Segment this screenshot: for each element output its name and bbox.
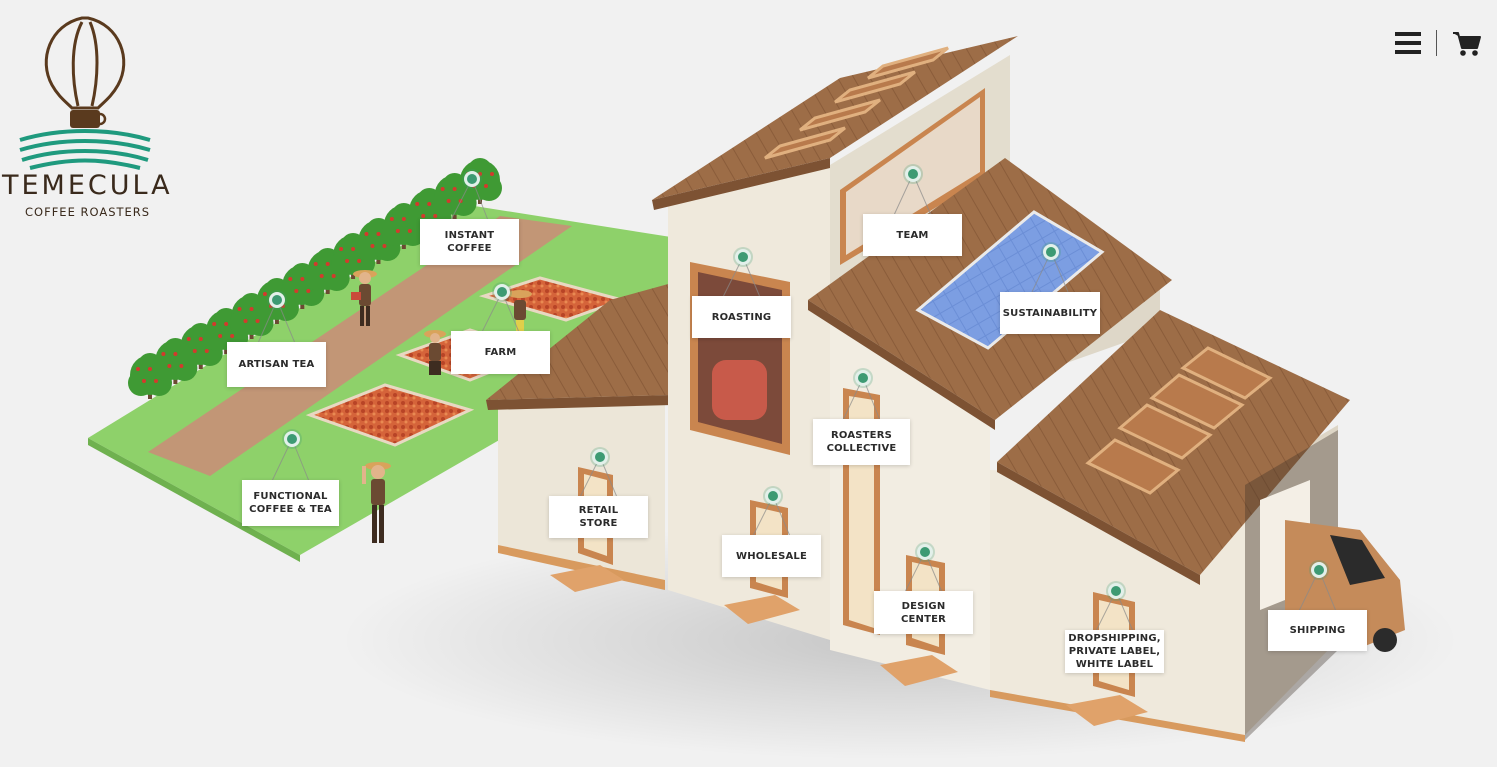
hotspot-team[interactable]: TEAM (863, 214, 962, 256)
hotspot-design-center[interactable]: DESIGN CENTER (874, 591, 973, 634)
header-divider (1436, 30, 1437, 56)
pin-design-center[interactable] (917, 544, 933, 560)
hamburger-menu-icon (1395, 32, 1421, 54)
pin-retail-store[interactable] (592, 449, 608, 465)
coffee-tree-row (128, 158, 502, 399)
pin-farm[interactable] (494, 284, 510, 300)
pin-wholesale[interactable] (765, 488, 781, 504)
hotspot-artisan-tea[interactable]: ARTISAN TEA (227, 342, 326, 387)
hotspot-roasting[interactable]: ROASTING (692, 296, 791, 338)
pin-functional-coffee-tea[interactable] (284, 431, 300, 447)
brand-logo (19, 16, 151, 170)
hotspot-functional-coffee-tea[interactable]: FUNCTIONAL COFFEE & TEA (242, 480, 339, 526)
shopping-cart-icon (1453, 32, 1481, 56)
cart-button[interactable] (1452, 30, 1482, 58)
hotspot-retail-store[interactable]: RETAIL STORE (549, 496, 648, 538)
pin-artisan-tea[interactable] (269, 292, 285, 308)
menu-button[interactable] (1394, 30, 1422, 56)
hotspot-shipping[interactable]: SHIPPING (1268, 610, 1367, 651)
pin-roasting[interactable] (735, 249, 751, 265)
pin-instant-coffee[interactable] (464, 171, 480, 187)
pin-team[interactable] (905, 166, 921, 182)
hotspot-sustainability[interactable]: SUSTAINABILITY (1000, 292, 1100, 334)
brand-tagline: COFFEE ROASTERS (25, 205, 151, 219)
hotspot-dropshipping[interactable]: DROPSHIPPING, PRIVATE LABEL, WHITE LABEL (1065, 630, 1164, 673)
farmer-figures (351, 270, 532, 543)
brand-name: TEMECULA (2, 170, 173, 201)
farm-field (88, 205, 690, 562)
hotspot-wholesale[interactable]: WHOLESALE (722, 535, 821, 577)
pin-shipping[interactable] (1311, 562, 1327, 578)
pin-roasters-collective[interactable] (855, 370, 871, 386)
hotspot-instant-coffee[interactable]: INSTANT COFFEE (420, 219, 519, 265)
pin-sustainability[interactable] (1043, 244, 1059, 260)
hotspot-farm[interactable]: FARM (451, 331, 550, 374)
hotspot-roasters-collective[interactable]: ROASTERS COLLECTIVE (813, 419, 910, 465)
pin-dropshipping[interactable] (1108, 583, 1124, 599)
